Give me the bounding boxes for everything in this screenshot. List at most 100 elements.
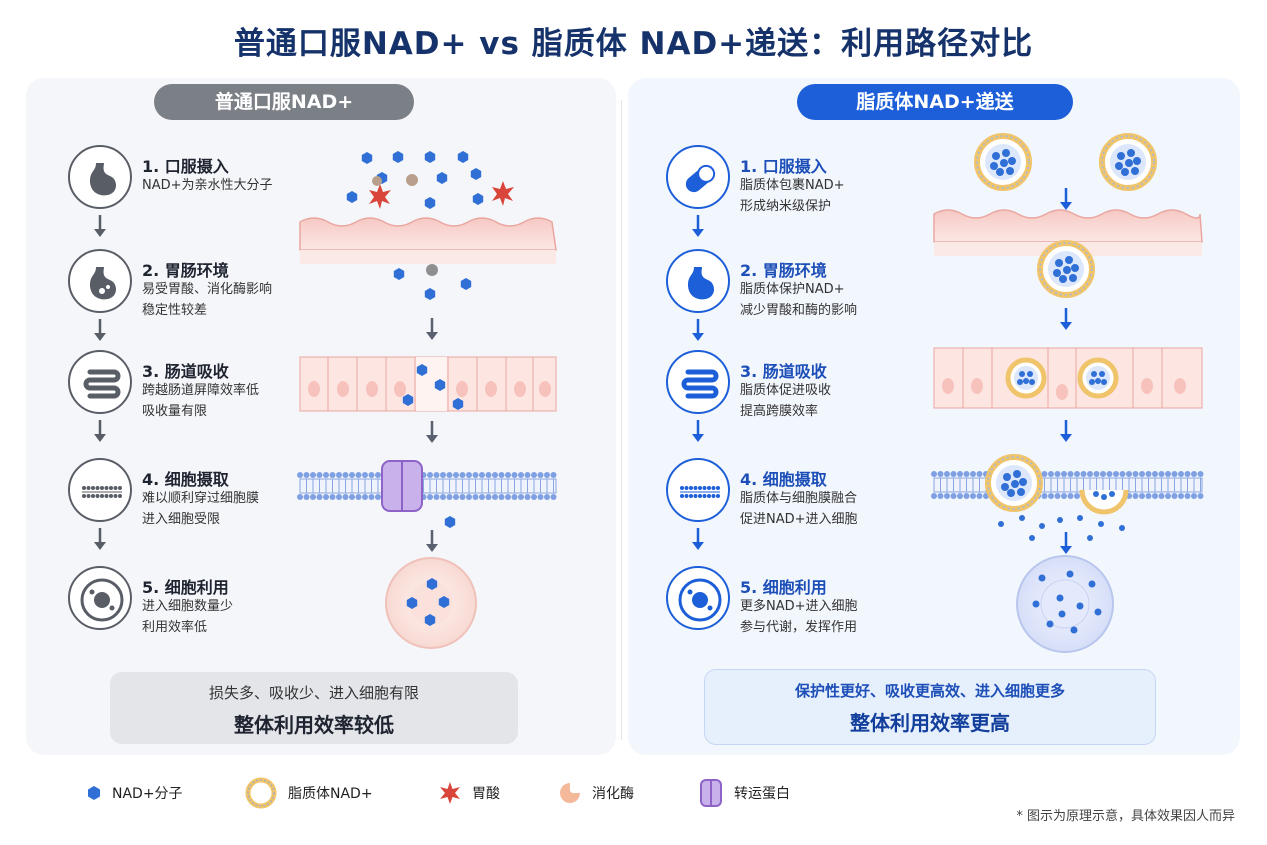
footnote: * 图示为原理示意，具体效果因人而异 (1016, 809, 1235, 824)
liposome-stomach-entry (977, 136, 1154, 212)
liposome-nad-panel (628, 78, 1240, 755)
enzyme-icon (560, 783, 580, 803)
liposome-nad-label: 脂质体NAD+递送 (797, 84, 1073, 120)
right-step-4-title: 4. 细胞摄取 (740, 470, 827, 489)
right-step-4-desc: 脂质体与细胞膜融合促进NAD+进入细胞 (740, 488, 858, 530)
desc-line: 进入细胞数量少 (142, 599, 234, 614)
left-step-3-icon-wrap (68, 350, 132, 414)
left-step-1-desc: NAD+为亲水性大分子 (142, 175, 273, 196)
step-arrow-icon (692, 528, 704, 550)
stomach-icon (688, 267, 714, 300)
desc-line: 形成纳米级保护 (740, 199, 832, 214)
liposome-epithelium (933, 347, 1203, 444)
step-arrow-icon (94, 215, 106, 237)
right-step-1-icon-wrap (666, 145, 730, 209)
right-step-2-icon-wrap (666, 249, 730, 313)
oral-target-cell (385, 557, 477, 649)
right-step-3-title: 3. 肠道吸收 (740, 362, 827, 381)
step-arrow-icon (692, 319, 704, 341)
left-step-5-icon-wrap (68, 566, 132, 630)
left-step-2-title: 2. 胃肠环境 (142, 261, 229, 280)
left-step-2-desc: 易受胃酸、消化酶影响稳定性较差 (142, 279, 272, 321)
legend-label: 胃酸 (472, 786, 500, 802)
cell-icon (80, 578, 124, 622)
liposome-summary-line2: 整体利用效率更高 (850, 711, 1010, 735)
left-step-3-title: 3. 肠道吸收 (142, 362, 229, 381)
cell-icon (678, 578, 722, 622)
left-step-5-desc: 进入细胞数量少利用效率低 (142, 596, 233, 638)
legend-label: 消化酶 (592, 786, 634, 802)
right-step-3-icon-wrap (666, 350, 730, 414)
legend-label: NAD+分子 (112, 786, 183, 802)
intestine-icon (83, 369, 121, 399)
desc-line: 参与代谢，发挥作用 (740, 620, 858, 635)
desc-line: 脂质体与细胞膜融合 (740, 491, 858, 506)
step-arrow-icon (94, 528, 106, 550)
desc-line: 提高跨膜效率 (740, 404, 819, 419)
legend-stomach-acid: 胃酸 (438, 780, 500, 806)
oral-cell-membrane (297, 460, 557, 554)
legend-label: 脂质体NAD+ (288, 786, 373, 802)
stomach-icon (90, 163, 116, 196)
legend-transporter: 转运蛋白 (698, 779, 790, 807)
liposome-summary-line1: 保护性更好、吸收更高效、进入细胞更多 (794, 682, 1065, 700)
desc-line: 脂质体包裹NAD+ (740, 178, 845, 193)
right-step-5-title: 5. 细胞利用 (740, 578, 827, 597)
left-step-4-desc: 难以顺利穿过细胞膜进入细胞受限 (142, 488, 259, 530)
step-arrow-icon (692, 420, 704, 442)
liposome-icon (245, 777, 277, 809)
desc-line: 易受胃酸、消化酶影响 (142, 282, 273, 297)
right-step-4-icon-wrap (666, 458, 730, 522)
step-arrow-icon (692, 215, 704, 237)
left-step-4-icon-wrap (68, 458, 132, 522)
oral-epithelium (299, 356, 557, 445)
intestine-icon (681, 369, 719, 399)
right-step-5-icon-wrap (666, 566, 730, 630)
oral-nad-label: 普通口服NAD+ (154, 84, 414, 120)
desc-line: NAD+为亲水性大分子 (142, 178, 273, 193)
legend-label: 转运蛋白 (734, 786, 790, 802)
liposome-summary: 保护性更好、吸收更高效、进入细胞更多 整体利用效率更高 (704, 669, 1156, 745)
desc-line: 进入细胞受限 (142, 512, 221, 527)
right-step-5-desc: 更多NAD+进入细胞参与代谢，发挥作用 (740, 596, 858, 638)
left-step-3-desc: 跨越肠道屏障效率低吸收量有限 (142, 380, 259, 422)
right-step-2-desc: 脂质体保护NAD+ 减少胃酸和酶的影响 (740, 279, 857, 321)
left-step-1-icon-wrap (68, 145, 132, 209)
oral-summary: 损失多、吸收少、进入细胞有限 整体利用效率较低 (110, 672, 518, 744)
right-step-1-desc: 脂质体包裹NAD+ 形成纳米级保护 (740, 175, 845, 217)
desc-line: 更多NAD+进入细胞 (740, 599, 858, 614)
stomach-acid-icon (90, 267, 116, 300)
left-step-1-title: 1. 口服摄入 (142, 157, 229, 176)
panel-divider (621, 100, 622, 740)
desc-line: 减少胃酸和酶的影响 (740, 303, 858, 318)
capsule-icon (685, 164, 716, 193)
left-step-4-title: 4. 细胞摄取 (142, 470, 229, 489)
desc-line: 利用效率低 (142, 620, 208, 635)
right-step-3-desc: 脂质体促进吸收提高跨膜效率 (740, 380, 831, 422)
left-step-2-icon-wrap (68, 249, 132, 313)
step-arrow-icon (94, 319, 106, 341)
desc-line: 吸收量有限 (142, 404, 208, 419)
legend-nad-molecule: NAD+分子 (86, 780, 183, 806)
desc-line: 难以顺利穿过细胞膜 (142, 491, 260, 506)
oral-summary-line2: 整体利用效率较低 (234, 713, 394, 737)
desc-line: 脂质体保护NAD+ (740, 282, 845, 297)
transporter-icon (700, 779, 722, 807)
page-title: 普通口服NAD+ vs 脂质体 NAD+递送：利用路径对比 (233, 26, 1034, 62)
stomach-acid-icon (440, 782, 460, 804)
liposome-target-cell (1016, 555, 1114, 653)
oral-summary-line1: 损失多、吸收少、进入细胞有限 (208, 684, 419, 702)
membrane-icon (680, 486, 720, 498)
left-step-5-title: 5. 细胞利用 (142, 578, 229, 597)
oral-stomach-entry (346, 151, 514, 209)
legend-liposome: 脂质体NAD+ (244, 777, 373, 809)
step-arrow-icon (94, 420, 106, 442)
desc-line: 促进NAD+进入细胞 (740, 512, 858, 527)
desc-line: 跨越肠道屏障效率低 (142, 383, 260, 398)
oral-intestinal-wall (299, 217, 557, 342)
nad-molecule-icon (88, 786, 100, 800)
right-step-1-title: 1. 口服摄入 (740, 157, 827, 176)
desc-line: 脂质体促进吸收 (740, 383, 832, 398)
membrane-icon (82, 486, 122, 498)
